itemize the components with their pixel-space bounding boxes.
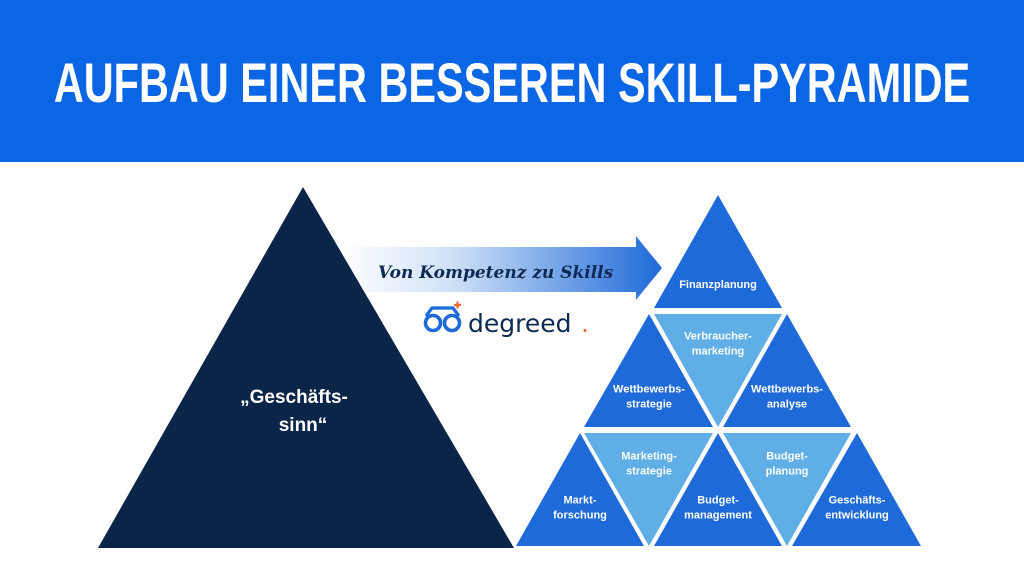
skill-triangle xyxy=(654,433,782,546)
skill-triangle xyxy=(723,314,851,427)
skill-label: Marketing- xyxy=(621,451,677,463)
skill-triangle xyxy=(723,433,851,546)
skill-label: Budget- xyxy=(697,495,739,507)
page-title: AUFBAU EINER BESSEREN SKILL-PYRAMIDE xyxy=(53,50,971,114)
competence-label-line2: sinn“ xyxy=(279,415,328,436)
skill-label: strategie xyxy=(626,399,672,411)
skill-label: Markt- xyxy=(563,495,596,507)
skill-label: Geschäfts- xyxy=(829,495,886,507)
skill-triangle xyxy=(584,433,713,546)
glasses-icon xyxy=(423,301,462,333)
competence-pyramid xyxy=(98,187,514,548)
skill-label: Verbraucher- xyxy=(684,331,752,343)
skill-label: forschung xyxy=(553,510,607,522)
skill-triangle xyxy=(654,195,782,308)
skill-label: Finanzplanung xyxy=(679,279,757,291)
skill-triangle xyxy=(654,314,782,427)
skill-triangle xyxy=(792,433,921,546)
skill-label: analyse xyxy=(767,399,807,411)
competence-label-line1: „Geschäfts- xyxy=(240,387,348,408)
skill-label: marketing xyxy=(692,346,745,358)
arrow-label: Von Kompetenz zu Skills xyxy=(378,263,614,283)
skill-triangle xyxy=(516,433,644,546)
skill-label: entwicklung xyxy=(825,510,889,522)
skill-label: Budget- xyxy=(766,451,808,463)
transition-arrow xyxy=(340,236,662,300)
skill-label: Wettbewerbs- xyxy=(613,384,685,396)
degreed-logo: degreed . xyxy=(423,301,589,338)
skill-label: planung xyxy=(766,466,809,478)
skill-label: strategie xyxy=(626,466,672,478)
skill-triangle xyxy=(584,314,713,427)
logo-wordmark: degreed xyxy=(468,309,571,338)
header-banner xyxy=(0,0,1024,162)
skill-pyramid: FinanzplanungVerbraucher-marketingWettbe… xyxy=(516,195,921,546)
skill-label: management xyxy=(684,510,752,522)
skill-label: Wettbewerbs- xyxy=(751,384,823,396)
logo-dot: . xyxy=(581,309,589,338)
